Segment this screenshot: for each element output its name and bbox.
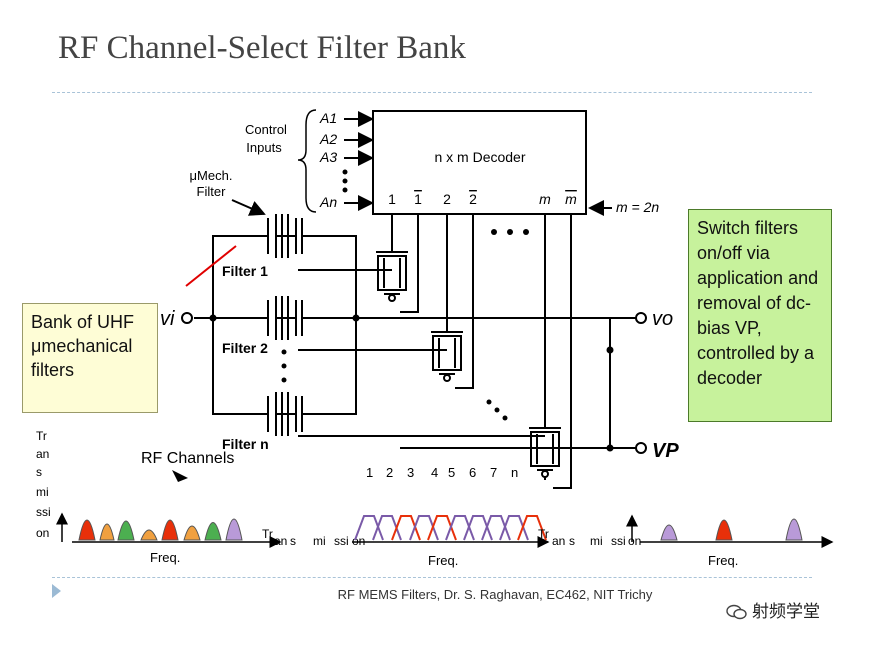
bottom-divider (52, 577, 812, 578)
svg-text:mi: mi (36, 485, 49, 499)
x-label-1: Freq. (150, 550, 180, 565)
filter-1-label: Filter 1 (222, 263, 268, 279)
watermark: 射频学堂 (726, 597, 820, 622)
right-note-box: Switch filters on/off via application an… (688, 209, 832, 422)
spectrum-plot-output: Tr an s mi ssi on Freq. (538, 514, 834, 568)
svg-text:s: s (290, 534, 296, 548)
output-2: 2 (443, 191, 451, 207)
input-a2: A2 (319, 131, 337, 147)
left-note-box: Bank of UHF μmechanical filters (22, 303, 158, 413)
svg-text:ssi: ssi (36, 505, 51, 519)
svg-text:Tr: Tr (36, 429, 47, 443)
output-1-bar: 1 (414, 191, 422, 207)
svg-text:an: an (274, 534, 287, 548)
mech-label-1: μMech. (190, 168, 233, 183)
top-divider (52, 92, 812, 93)
vo-label: vo (652, 308, 673, 330)
bias-switches (376, 251, 561, 478)
switch-m (529, 427, 561, 478)
red-pointer-line (185, 245, 237, 287)
svg-text:on: on (352, 534, 365, 548)
footer-arrow-icon (52, 584, 61, 598)
filter-2-symbol (267, 296, 303, 340)
ch-2: 2 (386, 465, 393, 480)
ch-7: 7 (490, 465, 497, 480)
svg-text:an: an (552, 534, 565, 548)
control-label-2: Inputs (246, 140, 282, 155)
svg-text:on: on (628, 534, 641, 548)
svg-text:ssi: ssi (334, 534, 349, 548)
wechat-icon (726, 604, 747, 620)
filter-1-symbol (267, 214, 303, 258)
input-a1: A1 (319, 110, 337, 126)
svg-text:mi: mi (590, 534, 603, 548)
svg-text:Tr: Tr (262, 527, 273, 541)
channel-numbers: 1 2 3 4 5 6 7 n (366, 465, 518, 480)
x-label-2: Freq. (428, 553, 458, 568)
decoder-wires (391, 214, 572, 489)
output-m: m (539, 191, 551, 207)
svg-text:an: an (36, 447, 49, 461)
output-1: 1 (388, 191, 396, 207)
vi-label: vi (160, 308, 175, 330)
ch-6: 6 (469, 465, 476, 480)
svg-text:ssi: ssi (611, 534, 626, 548)
slide-footer: RF MEMS Filters, Dr. S. Raghavan, EC462,… (337, 587, 653, 602)
decoder-outputs: 1 1 2 2 m m (388, 191, 577, 235)
input-a3: A3 (319, 149, 337, 165)
ch-n: n (511, 465, 518, 480)
control-brace (297, 109, 317, 213)
decoder-box (372, 110, 587, 215)
svg-text:s: s (569, 534, 575, 548)
svg-text:s: s (36, 465, 42, 479)
control-label-1: Control (245, 122, 287, 137)
vp-terminal (635, 442, 647, 454)
svg-text:on: on (36, 526, 49, 540)
watermark-text: 射频学堂 (752, 602, 820, 621)
ch-5: 5 (448, 465, 455, 480)
filter-n-label: Filter n (222, 436, 269, 452)
x-label-3: Freq. (708, 553, 738, 568)
input-an: An (319, 194, 337, 210)
svg-text:mi: mi (313, 534, 326, 548)
filter-2-label: Filter 2 (222, 340, 268, 356)
mech-filters (267, 214, 303, 436)
ch-1: 1 (366, 465, 373, 480)
output-2-bar: 2 (469, 191, 477, 207)
slide-title: RF Channel-Select Filter Bank (58, 30, 466, 66)
decoder-label: n x m Decoder (434, 149, 525, 165)
m-equation: m = 2n (616, 199, 659, 215)
ch-4: 4 (431, 465, 438, 480)
svg-text:Tr: Tr (538, 527, 549, 541)
spectrum-plot-input: Tr an s mi ssi on Freq. (36, 429, 282, 565)
spectrum-plot-filters: Tr an s mi ssi on Freq. (262, 515, 550, 568)
vi-terminal (181, 312, 193, 324)
vo-terminal (635, 312, 647, 324)
switch-1 (376, 251, 408, 302)
output-m-bar: m (565, 191, 577, 207)
decoder-inputs: A1 A2 A3 An (319, 110, 374, 211)
vp-label: VP (652, 440, 679, 462)
mech-label-2: Filter (197, 184, 227, 199)
ch-3: 3 (407, 465, 414, 480)
switch-2 (431, 331, 463, 382)
filter-n-symbol (267, 392, 303, 436)
rf-channels-label: RF Channels (141, 450, 234, 467)
